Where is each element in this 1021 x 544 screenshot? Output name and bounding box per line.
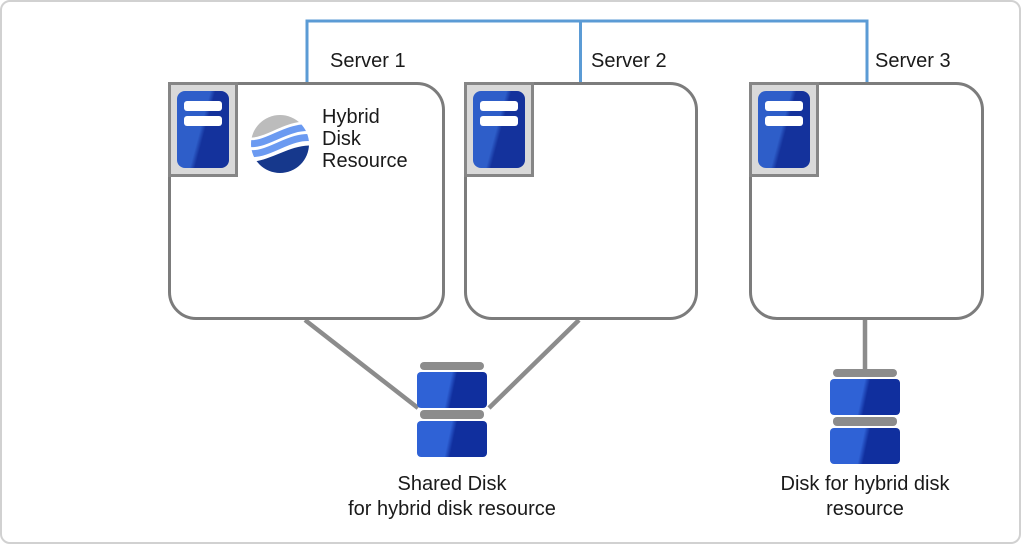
server-drive-slot [480, 101, 518, 111]
disk-platter [417, 421, 487, 457]
server2-box [464, 82, 698, 320]
shared-disk-label: Shared Disk for hybrid disk resource [348, 473, 556, 520]
connector-server1-shared-disk [303, 318, 420, 410]
shared-disk-icon [417, 362, 487, 457]
network-line [305, 19, 869, 83]
server-drive-slot [184, 101, 222, 111]
sphere-navy-base [251, 145, 309, 173]
server3-label: Server 3 [875, 50, 951, 72]
hybrid-disk-sphere-icon [251, 115, 309, 173]
connector-server2-shared-disk [487, 318, 581, 410]
disk-platter [830, 379, 900, 415]
hybrid-disk-resource-label: Hybrid Disk Resource [322, 106, 408, 172]
hybrid-disk-icon [830, 369, 900, 464]
disk-platter [417, 372, 487, 408]
server-drive-slot [765, 116, 803, 126]
server2-label: Server 2 [591, 50, 667, 72]
server-drive-slot [480, 116, 518, 126]
disk-cap [833, 369, 897, 377]
sphere-gray-cap [251, 115, 309, 138]
disk-divider [420, 410, 484, 419]
server-drive-slot [765, 101, 803, 111]
hybrid-disk-label: Disk for hybrid disk resource [780, 473, 950, 520]
server-tower-body [177, 91, 229, 168]
disk-cap [420, 362, 484, 370]
disk-divider [833, 417, 897, 426]
server-tower-body [473, 91, 525, 168]
server-tower-icon [749, 82, 819, 177]
server-tower-body [758, 91, 810, 168]
server-tower-icon [464, 82, 534, 177]
server-tower-icon [168, 82, 238, 177]
server1-label: Server 1 [330, 50, 406, 72]
server-drive-slot [184, 116, 222, 126]
disk-platter [830, 428, 900, 464]
